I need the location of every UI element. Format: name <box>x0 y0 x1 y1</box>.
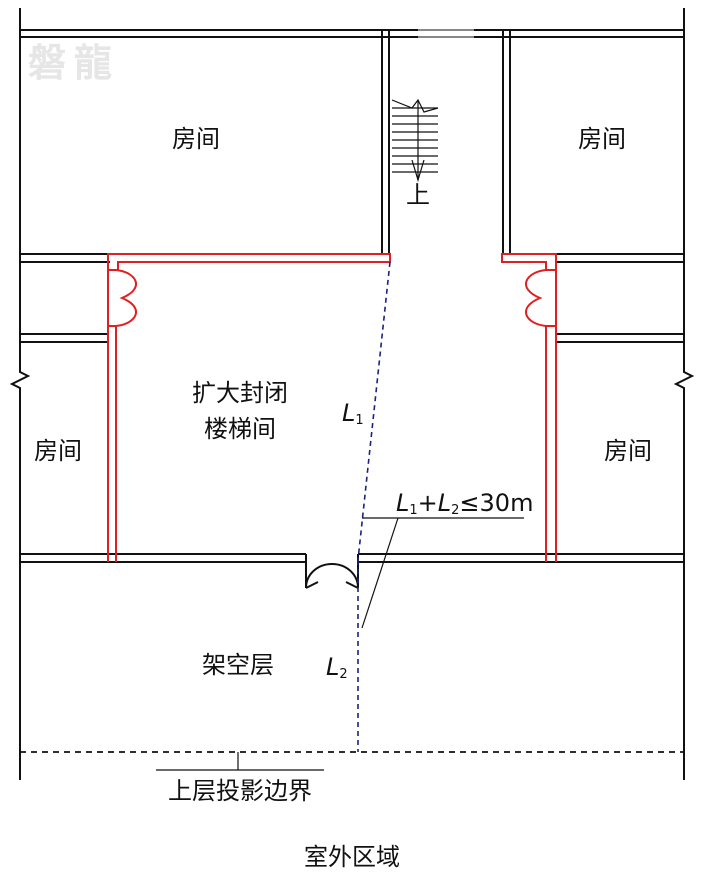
distance-formula: L1+L2≤30m <box>396 488 533 526</box>
formula-plus: + <box>417 489 438 517</box>
stair-hall-label-1: 扩大封闭 <box>192 379 288 407</box>
formula-l2: L <box>437 489 452 517</box>
stair-up-symbol <box>391 98 439 183</box>
stair-hall-label-2: 楼梯间 <box>204 415 276 443</box>
l2-symbol: L <box>326 653 340 681</box>
watermark-logo: 磐龍 <box>28 41 121 85</box>
projection-boundary <box>20 751 684 771</box>
stair-up-label: 上 <box>406 181 430 209</box>
l2-label: L2 <box>326 652 348 690</box>
evacuation-path <box>357 261 391 752</box>
fire-door-right <box>525 269 557 327</box>
room-label-mid-left: 房间 <box>34 437 82 465</box>
formula-l2-sub: 2 <box>451 503 460 518</box>
pilotis-label: 架空层 <box>202 651 274 679</box>
l1-symbol: L <box>342 399 356 427</box>
formula-l1: L <box>396 489 410 517</box>
l1-label: L1 <box>342 398 364 436</box>
fire-door-left <box>107 269 137 327</box>
boundary-label: 上层投影边界 <box>168 777 312 805</box>
double-door-bottom <box>305 563 359 589</box>
room-label-top-left: 房间 <box>172 125 220 153</box>
room-label-mid-right: 房间 <box>604 437 652 465</box>
l1-subscript: 1 <box>355 413 364 428</box>
outdoor-label: 室外区域 <box>304 843 400 871</box>
formula-relation: ≤30m <box>459 489 534 517</box>
room-label-top-right: 房间 <box>578 125 626 153</box>
l2-subscript: 2 <box>339 667 348 682</box>
leader-lines <box>361 517 524 629</box>
formula-l1-sub: 1 <box>409 503 418 518</box>
